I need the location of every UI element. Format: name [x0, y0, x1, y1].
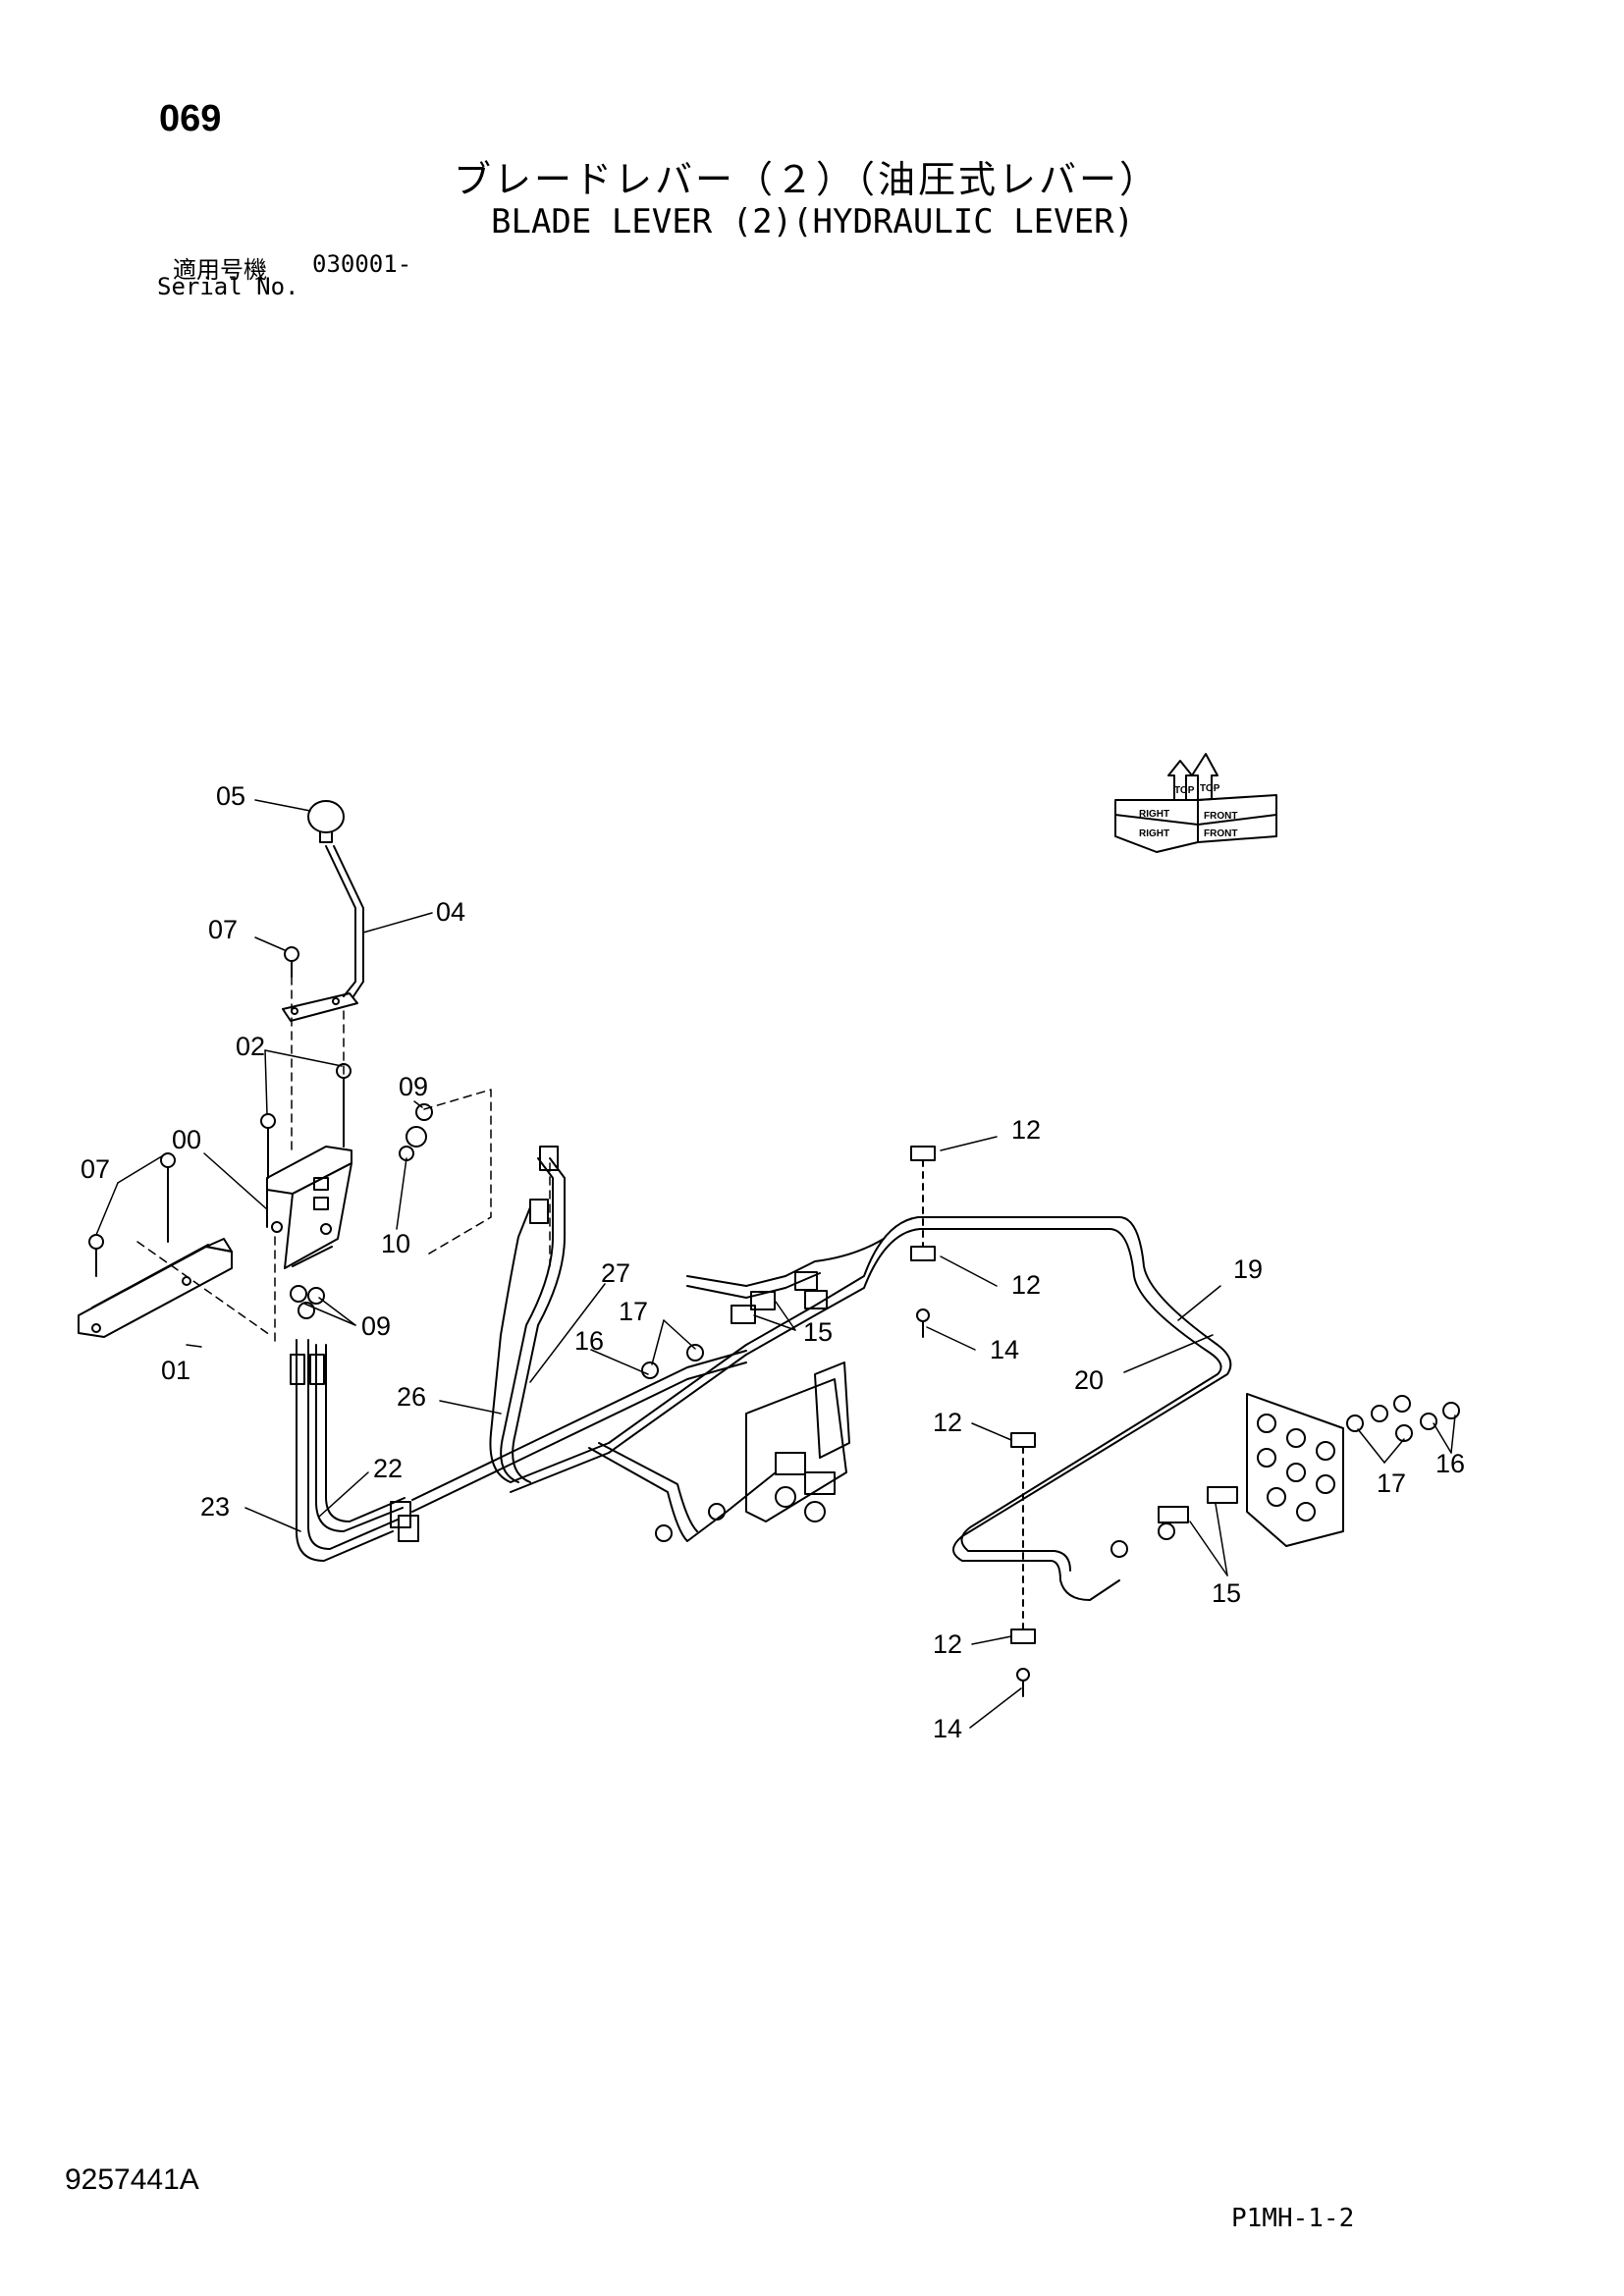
callout-02: 02: [236, 1032, 265, 1061]
callout-14-upper: 14: [990, 1335, 1019, 1364]
callout-15-upper: 15: [803, 1317, 833, 1347]
callout-09-lower: 09: [361, 1311, 391, 1341]
assembly-guide-lines: [136, 976, 551, 1346]
sheet-code: P1MH-1-2: [1231, 2204, 1355, 2233]
orientation-front-label: FRONT: [1204, 811, 1237, 822]
callout-12-d: 12: [933, 1629, 962, 1659]
callout-labels: 05 04 07 02 09 00 07 10 09 01 27 17 16 1…: [81, 781, 1465, 1743]
callout-07-lower: 07: [81, 1154, 110, 1184]
hoses-left: [290, 1339, 419, 1562]
fasteners: [88, 946, 1036, 1697]
callout-01: 01: [161, 1356, 190, 1385]
pipes: [510, 1216, 1232, 1601]
orientation-right-label: RIGHT: [1139, 809, 1169, 820]
callout-27: 27: [601, 1258, 630, 1288]
callout-17-right: 17: [1377, 1468, 1406, 1498]
callout-26: 26: [397, 1382, 426, 1412]
callout-16-right: 16: [1435, 1449, 1465, 1478]
callout-04: 04: [436, 897, 465, 927]
page-number: 069: [159, 98, 222, 139]
manifold-block: [1110, 1393, 1460, 1558]
callout-23: 23: [200, 1492, 230, 1522]
callout-12-a: 12: [1011, 1115, 1041, 1145]
orientation-top-label-2: TOP: [1200, 783, 1220, 794]
serial-label-english: Serial No.: [157, 273, 299, 300]
callout-19: 19: [1233, 1255, 1263, 1284]
callout-17-left: 17: [619, 1297, 648, 1326]
callout-05: 05: [216, 781, 245, 811]
callout-14-lower: 14: [933, 1714, 962, 1743]
leader-lines: [95, 799, 1456, 1729]
callout-07-upper: 07: [208, 915, 238, 944]
orientation-indicator: RIGHT RIGHT FRONT FRONT TOP TOP: [1114, 753, 1277, 853]
callout-09-upper: 09: [399, 1072, 428, 1101]
document-number: 9257441A: [65, 2163, 199, 2196]
title-japanese: ブレードレバー（２）（油圧式レバー）: [454, 158, 1161, 201]
bracket: [78, 1238, 233, 1338]
callout-12-c: 12: [933, 1408, 962, 1437]
callout-12-b: 12: [1011, 1270, 1041, 1300]
serial-label-japanese: 適用号機: [173, 256, 267, 284]
callout-20: 20: [1074, 1365, 1104, 1395]
serial-value: 030001-: [312, 250, 412, 278]
callout-10: 10: [381, 1229, 410, 1258]
lever-assembly: [282, 800, 364, 1022]
orientation-front-label-2: FRONT: [1204, 828, 1237, 839]
orientation-top-label: TOP: [1174, 785, 1195, 796]
callout-00: 00: [172, 1125, 201, 1154]
callout-15-lower: 15: [1212, 1578, 1241, 1608]
orientation-right-label-2: RIGHT: [1139, 828, 1169, 839]
callout-22: 22: [373, 1454, 403, 1483]
callout-16-left: 16: [574, 1326, 604, 1356]
control-valve: [588, 1362, 850, 1542]
pilot-valve: [266, 1146, 352, 1269]
title-english: BLADE LEVER (2)(HYDRAULIC LEVER): [491, 202, 1135, 241]
